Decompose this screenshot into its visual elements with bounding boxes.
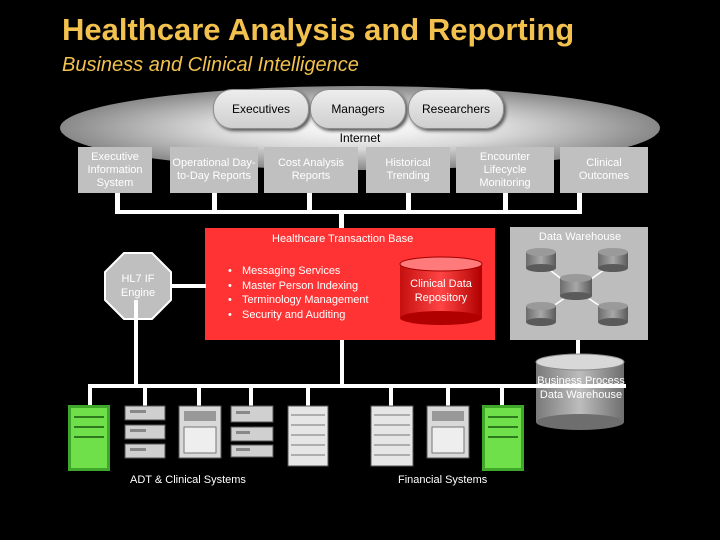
server-green-icon bbox=[68, 405, 110, 471]
transaction-base-title: Healthcare Transaction Base bbox=[272, 233, 414, 245]
connector bbox=[503, 193, 508, 213]
connector bbox=[88, 384, 92, 408]
server-tower-icon bbox=[178, 405, 222, 459]
app-historical-trending: Historical Trending bbox=[366, 147, 450, 193]
data-marts-icon bbox=[526, 248, 628, 326]
connector bbox=[212, 193, 217, 213]
connector bbox=[115, 193, 120, 213]
connector bbox=[389, 384, 393, 408]
systems-bus bbox=[88, 384, 626, 388]
app-cost-analysis-reports: Cost Analysis Reports bbox=[264, 147, 358, 193]
hl7-engine-label: HL7 IF Engine bbox=[120, 273, 156, 299]
connector bbox=[306, 384, 310, 408]
connector bbox=[340, 340, 344, 386]
server-rack-icon bbox=[287, 405, 329, 467]
connector bbox=[134, 300, 138, 386]
connector bbox=[197, 384, 201, 408]
page-subtitle: Business and Clinical Intelligence bbox=[62, 54, 359, 76]
connector bbox=[307, 193, 312, 213]
app-encounter-lifecycle-monitoring: Encounter Lifecycle Monitoring bbox=[456, 147, 554, 193]
clinical-data-repository-icon bbox=[399, 256, 483, 325]
connector bbox=[339, 210, 344, 230]
app-clinical-outcomes: Clinical Outcomes bbox=[560, 147, 648, 193]
server-stack-icon bbox=[124, 405, 166, 459]
list-item: •Master Person Indexing bbox=[228, 279, 359, 292]
server-tower-icon bbox=[426, 405, 470, 459]
list-item: •Messaging Services bbox=[228, 265, 341, 277]
internet-label: Internet bbox=[339, 131, 381, 145]
server-green-icon bbox=[482, 405, 524, 471]
connector bbox=[500, 384, 504, 408]
adt-clinical-systems-label: ADT & Clinical Systems bbox=[130, 474, 246, 486]
connector bbox=[172, 284, 206, 288]
server-rack-icon bbox=[370, 405, 414, 467]
list-item: •Terminology Management bbox=[228, 294, 369, 307]
connector bbox=[406, 193, 411, 213]
connector bbox=[576, 340, 580, 358]
business-process-dw-label: Business Process Data Warehouse bbox=[537, 375, 625, 401]
connector bbox=[577, 193, 582, 213]
executives-pill: Executives bbox=[213, 89, 309, 129]
data-warehouse-label: Data Warehouse bbox=[538, 231, 622, 243]
connector bbox=[143, 384, 147, 408]
hl7-engine-octagon bbox=[104, 252, 172, 320]
business-process-dw-icon bbox=[535, 353, 625, 430]
app-bus bbox=[115, 210, 582, 214]
connector bbox=[249, 384, 253, 408]
researchers-pill: Researchers bbox=[408, 89, 504, 129]
services-list: •Messaging Services •Master Person Index… bbox=[228, 264, 369, 322]
server-stack-icon bbox=[230, 405, 274, 458]
app-executive-information-system: Executive Information System bbox=[78, 147, 152, 193]
page-title: Healthcare Analysis and Reporting bbox=[62, 12, 575, 47]
app-operational-reports: Operational Day-to-Day Reports bbox=[170, 147, 258, 193]
list-item: •Security and Auditing bbox=[228, 308, 346, 321]
financial-systems-label: Financial Systems bbox=[398, 474, 488, 486]
clinical-data-repository-label: Clinical Data Repository bbox=[410, 278, 472, 304]
managers-pill: Managers bbox=[310, 89, 406, 129]
connector bbox=[446, 384, 450, 408]
